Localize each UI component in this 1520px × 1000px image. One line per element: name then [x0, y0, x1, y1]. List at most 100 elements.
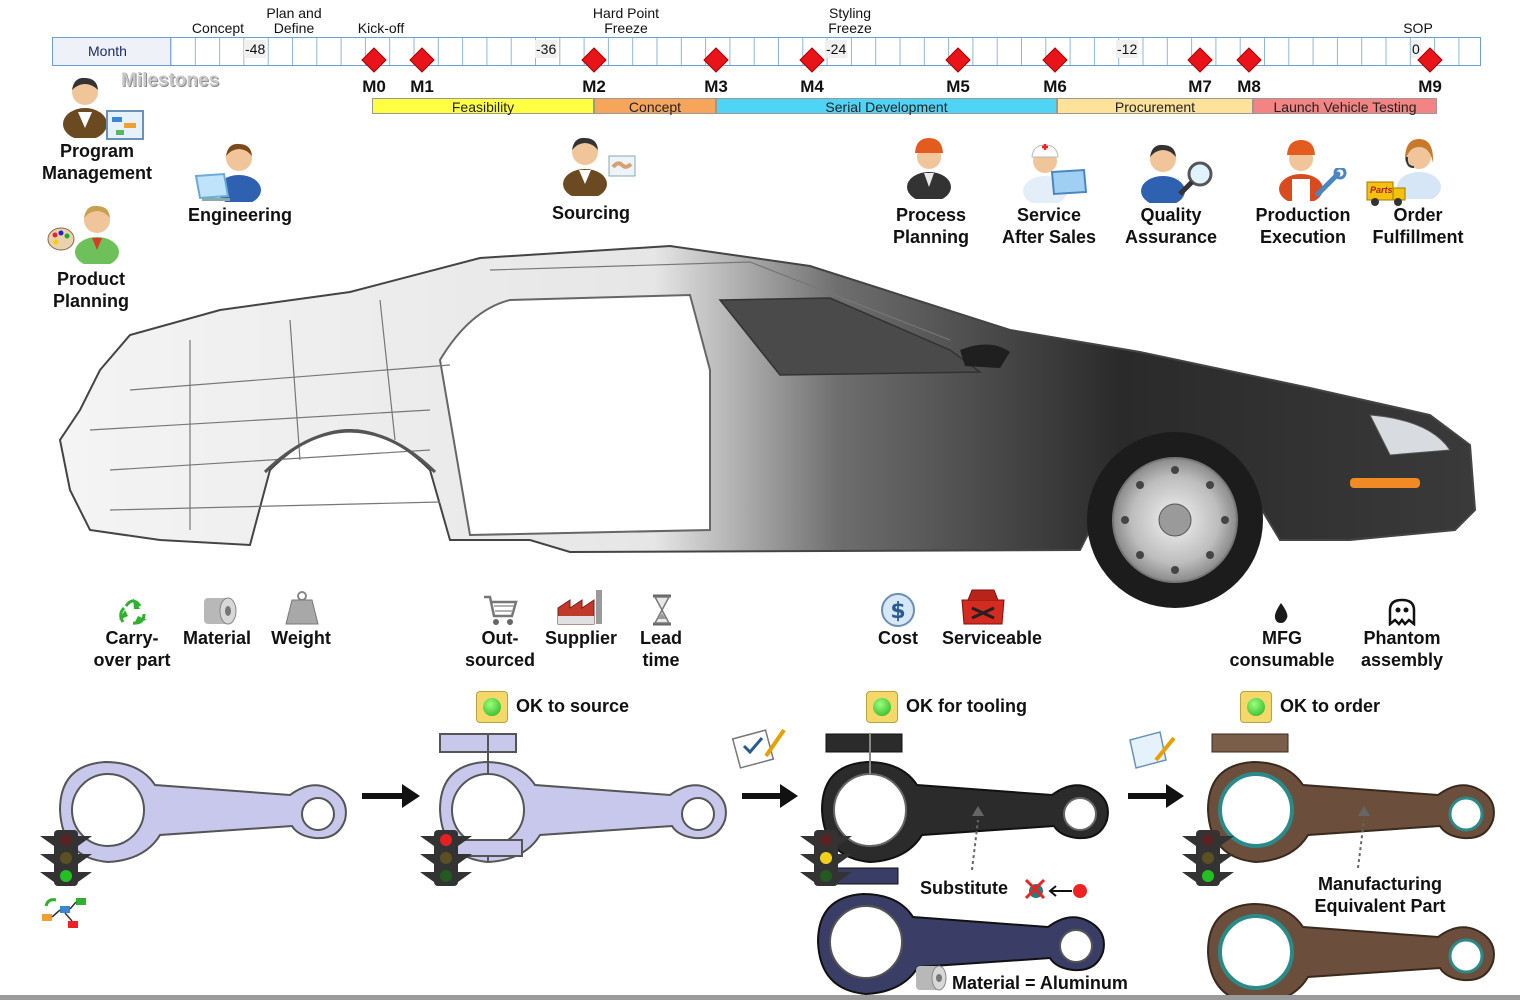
timeline-label-sop: SOP [1403, 20, 1433, 36]
svg-text:$: $ [890, 599, 905, 624]
drop-icon [1274, 603, 1288, 623]
role-process-planning: Process Planning [893, 205, 969, 247]
dollar-coin-icon: $ [881, 593, 915, 627]
phase-feasibility: Feasibility [372, 98, 594, 115]
milestone-diamond-m3 [703, 47, 729, 73]
role-product-planning: Product Planning [53, 269, 129, 311]
phase-procurement: Procurement [1057, 98, 1253, 115]
toolbox-icon [961, 589, 1005, 625]
green-light-icon [866, 691, 898, 723]
milestone-m2: M2 [582, 77, 606, 96]
material-roll-icon [916, 965, 947, 991]
milestone-m7: M7 [1188, 77, 1212, 96]
arrow-right-icon [1128, 784, 1184, 808]
milestone-m0: M0 [362, 77, 386, 96]
status-ok-to-source-text: OK to source [516, 695, 630, 716]
magnifier-icon [1178, 161, 1213, 196]
status-ok-for-tooling-text: OK for tooling [906, 695, 1027, 716]
attr-lead-time: Lead time [639, 628, 683, 670]
milestone-diamond-m2 [581, 47, 607, 73]
timeline-label-styling-freeze: Styling Freeze [828, 5, 872, 36]
program-manager-icon [63, 77, 107, 138]
milestone-diamond-m5 [945, 47, 971, 73]
arrow-right-icon [362, 784, 420, 808]
part-substitute [817, 867, 1105, 995]
wrench-icon [1315, 168, 1347, 197]
role-quality-assurance: Quality Assurance [1124, 205, 1218, 247]
status-ok-to-order: OK to order [1240, 691, 1380, 723]
role-service-after-sales: Service After Sales [1001, 205, 1097, 247]
edit-document-icon [1129, 731, 1176, 769]
factory-icon [557, 590, 602, 625]
status-ok-to-source: OK to source [476, 691, 629, 723]
phase-concept: Concept [594, 98, 716, 115]
role-production-execution: Production Execution [1255, 205, 1351, 247]
palette-icon [47, 227, 75, 251]
ghost-icon [1388, 598, 1416, 626]
month-grid [52, 37, 1481, 66]
parts-row [59, 728, 1495, 1000]
role-engineering: Engineering [187, 205, 293, 225]
milestone-diamond-m1 [409, 47, 435, 73]
milestone-m5: M5 [946, 77, 970, 96]
attr-supplier: Supplier [544, 628, 618, 648]
month-label: Month [88, 43, 127, 59]
parts-label: Parts [1370, 185, 1393, 195]
attr-weight: Weight [271, 628, 331, 648]
monitor-icon [1050, 168, 1088, 196]
attr-mfg-consumable: MFG consumable [1229, 628, 1335, 670]
quality-person-icon [1141, 144, 1185, 203]
process-planner-icon [907, 138, 951, 199]
recycle-icon [119, 598, 147, 625]
order-agent-icon [1397, 139, 1441, 199]
month-tick: -48 [244, 40, 267, 58]
attr-carry-over: Carry- over part [93, 628, 171, 670]
part-plain [59, 761, 347, 863]
computer-icon [194, 172, 230, 201]
green-light-icon [1240, 691, 1272, 723]
material-roll-icon [204, 597, 237, 625]
attr-material: Material [182, 628, 252, 648]
calendar-icon [106, 110, 144, 140]
part-equivalent [1207, 903, 1495, 1000]
timeline: Concept Plan and Define Kick-off Hard Po… [0, 0, 1520, 120]
hourglass-icon [653, 594, 671, 626]
milestone-diamond-m6 [1042, 47, 1068, 73]
arrow-right-icon [742, 784, 798, 808]
traffic-light-red-icon [420, 830, 472, 886]
role-program-management: Program Management [41, 141, 153, 183]
production-worker-icon [1279, 140, 1323, 201]
milestone-m6: M6 [1043, 77, 1067, 96]
status-ok-for-tooling: OK for tooling [866, 691, 1027, 723]
attr-serviceable: Serviceable [941, 628, 1043, 648]
milestone-diamonds [361, 47, 1443, 73]
attr-phantom-assembly: Phantom assembly [1360, 628, 1444, 670]
milestone-diamond-m7 [1187, 47, 1213, 73]
traffic-light-green-icon [1182, 830, 1234, 886]
milestone-diamond-m0 [361, 47, 387, 73]
car-illustration [58, 244, 1477, 608]
milestones-label: Milestones [121, 70, 220, 91]
green-light-icon [476, 691, 508, 723]
status-ok-to-order-text: OK to order [1280, 695, 1381, 716]
milestone-m8: M8 [1237, 77, 1261, 96]
checklist-icon [731, 728, 786, 769]
month-tick: 0 [1411, 40, 1421, 58]
sourcing-person-icon [563, 137, 607, 196]
role-sourcing: Sourcing [551, 203, 631, 223]
milestone-diamond-m4 [799, 47, 825, 73]
milestone-m3: M3 [704, 77, 728, 96]
milestone-m4: M4 [800, 77, 824, 96]
attr-outsourced: Out- sourced [464, 628, 536, 670]
traffic-light-yellow-icon [800, 830, 852, 886]
timeline-label-hard-point-freeze: Hard Point Freeze [592, 5, 660, 36]
handshake-icon [608, 155, 636, 177]
milestone-m1: M1 [410, 77, 434, 96]
timeline-label-kickoff: Kick-off [357, 20, 405, 36]
phase-serial-development: Serial Development [716, 98, 1057, 115]
milestone-m9: M9 [1418, 77, 1442, 96]
milestone-diamond-m8 [1236, 47, 1262, 73]
part-bronze [1207, 733, 1495, 863]
shopping-cart-icon [484, 595, 518, 625]
role-order-fulfillment: Order Fulfillment [1372, 205, 1464, 247]
